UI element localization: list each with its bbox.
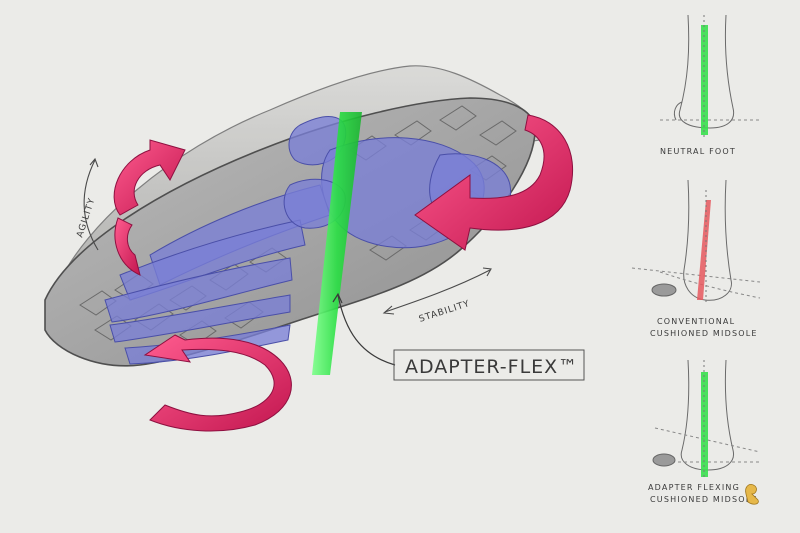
agility-rotation-arrow-top — [113, 139, 186, 216]
conventional-caption-line1: CONVENTIONAL — [657, 317, 735, 326]
stability-label: STABILITY — [418, 299, 472, 325]
rotation-arrows — [113, 114, 574, 432]
adapter-flex-axis — [312, 112, 362, 375]
agility-direction-arrow — [83, 159, 99, 251]
neutral-foot-panel — [660, 14, 760, 140]
agility-rotation-arrow-left — [114, 217, 141, 276]
adapter-flex-callout: ADAPTER-FLEX™ — [405, 356, 578, 378]
callout-leader-line — [337, 294, 396, 366]
stability-direction-arrow — [384, 269, 491, 313]
adapter-midsole-panel — [652, 359, 761, 480]
conventional-caption-line2: CUSHIONED MIDSOLE — [650, 329, 758, 338]
callout-box — [393, 349, 585, 381]
neutral-foot-caption: NEUTRAL FOOT — [660, 147, 736, 156]
flexed-arm-icon — [745, 484, 759, 505]
main-shoe-illustration: AGILITY STABILITY ADAPTER-FLEX™ — [44, 65, 585, 432]
conventional-midsole-panel — [631, 179, 761, 305]
adapter-caption-line1: ADAPTER FLEXING — [648, 483, 740, 492]
heel-rotation-arrow — [414, 114, 574, 251]
adapter-caption-line2: CUSHIONED MIDSOLE — [650, 495, 758, 504]
forefoot-rotation-arrow — [143, 334, 292, 432]
